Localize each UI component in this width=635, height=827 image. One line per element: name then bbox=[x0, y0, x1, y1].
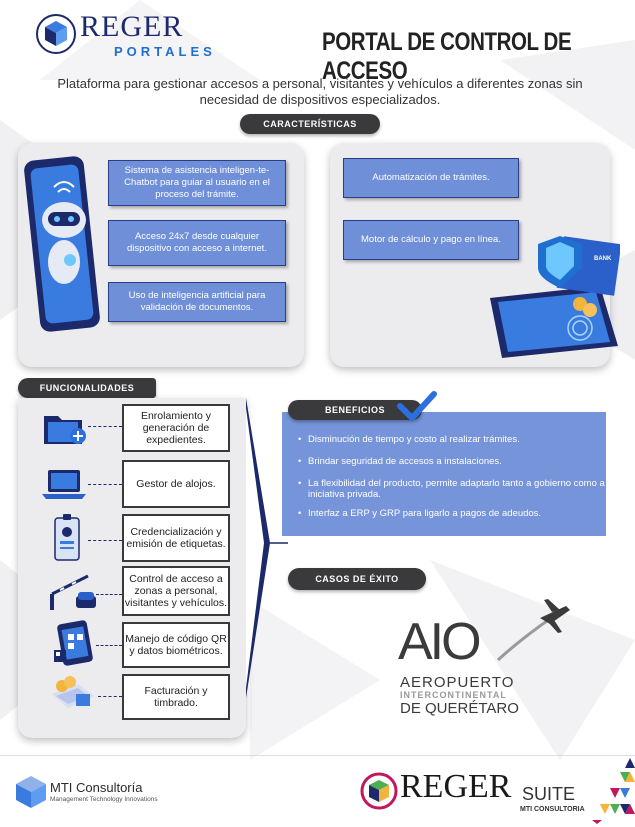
suite-sub: MTI CONSULTORIA bbox=[520, 806, 585, 813]
feature-automatizacion: Automatización de trámites. bbox=[343, 158, 519, 198]
func-gestor-alojos: Gestor de alojos. bbox=[122, 460, 230, 508]
beneficios-panel: Disminución de tiempo y costo al realiza… bbox=[282, 412, 606, 536]
airplane-icon bbox=[496, 599, 570, 662]
func-codigo-qr: Manejo de código QR y datos biométricos. bbox=[122, 622, 230, 668]
func-credencializacion: Credencialización y emisión de etiquetas… bbox=[122, 514, 230, 562]
caracteristicas-pill: CARACTERÍSTICAS bbox=[240, 114, 380, 134]
aiq-logo: AIO AEROPUERTO INTERCONTINENTAL DE QUERÉ… bbox=[396, 598, 576, 718]
triangle-mosaic-icon bbox=[592, 758, 635, 824]
funcionalidades-pill: FUNCIONALIDADES bbox=[18, 378, 156, 398]
feature-inteligencia-artificial: Uso de inteligencia artificial para vali… bbox=[108, 282, 286, 322]
folder-add-icon bbox=[44, 416, 86, 444]
reger-portales-logo: REGER PORTALES bbox=[36, 10, 236, 60]
cube-logo-icon bbox=[36, 14, 76, 54]
intro-text: Plataforma para gestionar accesos a pers… bbox=[57, 76, 583, 107]
suite-brand-name: REGER bbox=[400, 768, 512, 805]
feature-acceso-24x7: Acceso 24x7 desde cualquier dispositivo … bbox=[108, 220, 286, 266]
id-badge-icon bbox=[54, 514, 80, 561]
bank-card-label: BANK bbox=[594, 256, 612, 262]
qr-phone-icon bbox=[54, 620, 93, 666]
func-facturacion: Facturación y timbrado. bbox=[122, 674, 230, 720]
aiq-line3: DE QUERÉTARO bbox=[400, 700, 519, 717]
connector-line bbox=[98, 696, 122, 697]
bank-card-shield-icon bbox=[490, 236, 620, 358]
benefit-item: Disminución de tiempo y costo al realiza… bbox=[298, 434, 608, 445]
laptop-icon bbox=[42, 470, 86, 499]
connector-line bbox=[96, 645, 122, 646]
suite-word: SUITE bbox=[522, 784, 576, 804]
checkmark-icon bbox=[397, 391, 437, 421]
aiq-logo-mark: AIO bbox=[398, 613, 482, 671]
beneficios-pill: BENEFICIOS bbox=[288, 400, 422, 420]
mti-name: MTI Consultoría bbox=[50, 780, 143, 795]
brand-name: REGER bbox=[80, 10, 184, 43]
connector-line bbox=[96, 594, 122, 595]
func-enrolamiento: Enrolamiento y generación de expedientes… bbox=[122, 404, 230, 452]
feature-motor-pago: Motor de cálculo y pago en línea. bbox=[343, 220, 519, 260]
footer-divider bbox=[0, 755, 635, 756]
aiq-line2: INTERCONTINENTAL bbox=[400, 690, 507, 700]
connector-line bbox=[88, 426, 122, 427]
mti-tagline: Management Technology Innovations bbox=[50, 796, 158, 803]
feature-chatbot: Sistema de asistencia inteligen-te-Chatb… bbox=[108, 160, 286, 206]
aiq-line1: AEROPUERTO bbox=[400, 674, 515, 691]
invoice-coins-icon bbox=[52, 676, 94, 708]
benefit-item: La flexibilidad del producto, permite ad… bbox=[298, 478, 608, 500]
mti-cube-icon bbox=[16, 776, 46, 808]
connector-line bbox=[88, 484, 122, 485]
reger-suite-cube-icon bbox=[360, 772, 398, 810]
func-control-acceso: Control de acceso a zonas a personal, vi… bbox=[122, 566, 230, 616]
benefit-item: Interfaz a ERP y GRP para ligarlo a pago… bbox=[298, 508, 608, 519]
chatbot-phone-icon bbox=[24, 156, 100, 332]
connector-line bbox=[88, 540, 122, 541]
chevron-right-icon bbox=[246, 398, 288, 698]
barrier-car-icon bbox=[50, 574, 96, 610]
benefit-item: Brindar seguridad de accesos a instalaci… bbox=[298, 456, 608, 467]
brand-sub: PORTALES bbox=[114, 44, 216, 59]
casos-exito-pill: CASOS DE ÉXITO bbox=[288, 568, 426, 590]
page-title: PORTAL DE CONTROL DE ACCESO bbox=[322, 28, 572, 85]
